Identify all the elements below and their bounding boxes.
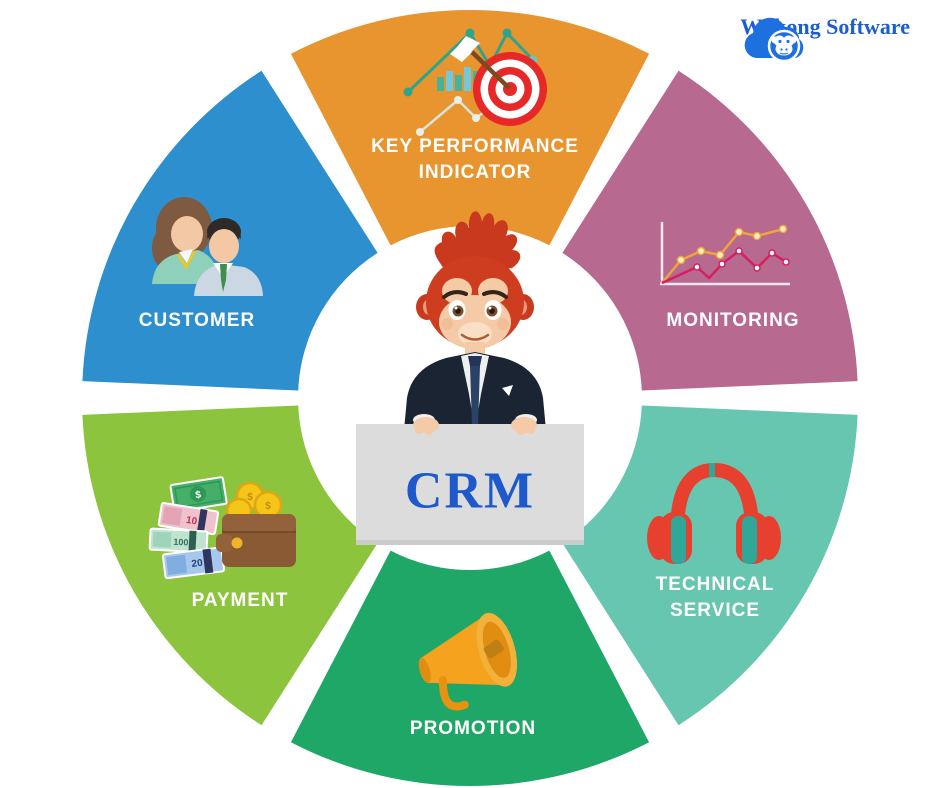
wallet-money-icon: $ $ $ 10 100 <box>148 476 296 580</box>
svg-text:$: $ <box>247 492 253 503</box>
segment-kpi <box>290 9 650 246</box>
segment-label-technical-service: TECHNICAL SERVICE <box>655 574 775 621</box>
monkey-blush-right <box>497 318 509 330</box>
monkey-blush-left <box>441 318 453 330</box>
crm-title: CRM <box>404 462 536 520</box>
wallet-icon <box>216 514 296 567</box>
segment-label-monitoring: MONITORING <box>666 310 800 331</box>
svg-text:100: 100 <box>173 537 189 548</box>
line-chart-icon <box>660 222 790 286</box>
banknote-10-icon: 10 <box>157 502 220 536</box>
svg-text:10: 10 <box>185 515 198 528</box>
monkey-pocket-square <box>502 385 513 396</box>
cloud-monkey-icon <box>744 17 804 63</box>
svg-text:20: 20 <box>191 558 204 570</box>
monkey-mascot <box>404 211 546 430</box>
brand-logo: Wukong Software <box>740 14 910 63</box>
monkey-eyes <box>448 300 502 320</box>
segment-label-promotion: PROMOTION <box>409 718 537 739</box>
crm-sign <box>356 424 584 545</box>
segment-label-payment: PAYMENT <box>191 590 289 611</box>
kpi-target-dart-chart-icon <box>403 28 547 136</box>
man-figure <box>194 218 263 296</box>
banknote-100-icon: 100 <box>148 527 209 554</box>
dollar-bill-icon: $ <box>169 476 228 513</box>
megaphone-icon <box>418 612 518 711</box>
segment-label-kpi: KEY PERFORMANCE INDICATOR <box>371 136 579 183</box>
monkey-tie-knot <box>468 356 482 366</box>
woman-figure <box>152 197 217 284</box>
segment-technical-service <box>562 405 858 726</box>
monkey-tie <box>470 366 480 426</box>
svg-text:$: $ <box>195 490 203 502</box>
monkey-eyebrow-left <box>442 290 468 299</box>
monkey-muzzle <box>458 322 492 346</box>
monkey-smile <box>460 333 490 341</box>
segment-monitoring <box>562 70 858 391</box>
svg-text:$: $ <box>265 501 271 512</box>
banknote-20-icon: 20 <box>161 546 226 580</box>
two-people-icon <box>152 197 263 296</box>
monkey-neck <box>465 342 485 356</box>
monkey-hands <box>413 417 537 435</box>
monkey-eyebrow-right <box>482 290 508 299</box>
headphones-icon <box>647 462 781 564</box>
segment-label-customer: CUSTOMER <box>138 310 256 331</box>
